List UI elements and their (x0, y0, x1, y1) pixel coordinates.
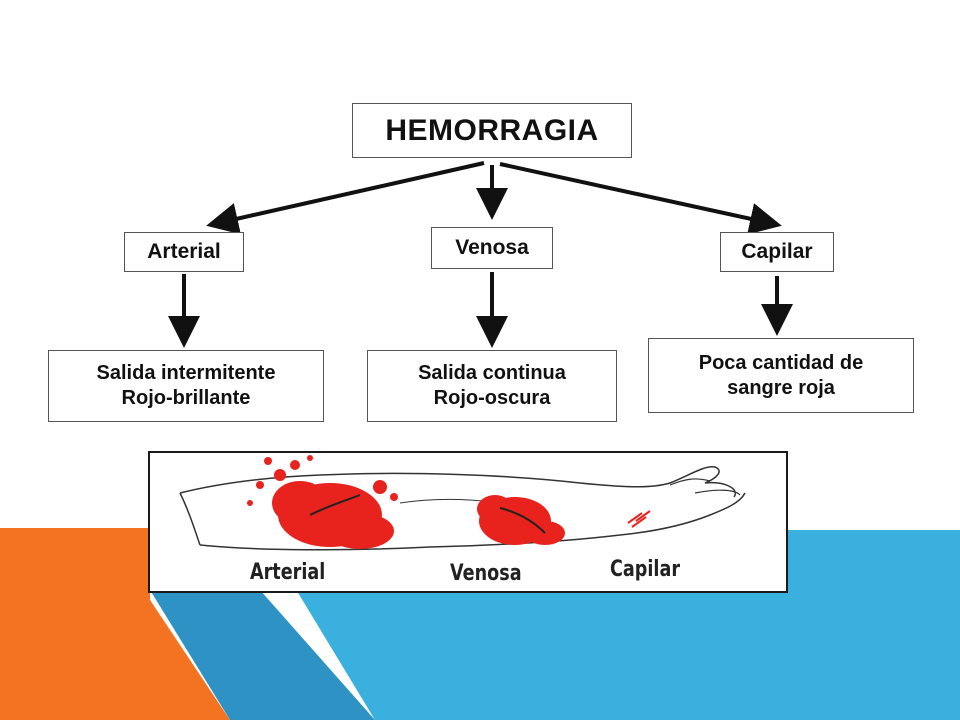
description-line: Salida continua (418, 362, 566, 384)
type-label-arterial: Arterial (147, 239, 221, 263)
description-box-arterial: Salida intermitente Rojo-brillante (48, 350, 324, 422)
arm-outline-top (179, 466, 737, 498)
type-box-venosa: Venosa (431, 227, 553, 269)
illustration-label-arterial: Arterial (250, 560, 326, 585)
dark-blue-shape (150, 590, 375, 720)
hand-fingers (669, 478, 741, 496)
diagram-title: HEMORRAGIA (385, 113, 599, 147)
description-line: Rojo-brillante (121, 387, 251, 409)
arm-outline-end (179, 492, 201, 546)
orange-shape (0, 528, 230, 720)
type-box-arterial: Arterial (124, 232, 244, 272)
description-line: sangre roja (727, 376, 835, 399)
illustration-label-capilar: Capilar (610, 557, 681, 582)
arterial-wound (309, 494, 361, 516)
description-line: Poca cantidad de (698, 351, 864, 374)
illustration-label-venosa: Venosa (450, 561, 522, 586)
arm-drawing (179, 455, 746, 551)
arm-illustration: Arterial Venosa Capilar (148, 451, 788, 593)
description-line: Salida intermitente (96, 362, 276, 384)
type-label-venosa: Venosa (455, 235, 529, 259)
venous-blood (477, 495, 565, 545)
type-box-capilar: Capilar (720, 232, 834, 272)
venous-wound (499, 507, 546, 534)
type-label-capilar: Capilar (741, 239, 813, 263)
arm-outline-bottom (199, 492, 746, 551)
capillary-blood (627, 510, 651, 528)
description-box-venosa: Salida continua Rojo-oscura (367, 350, 617, 422)
description-line: Rojo-oscura (433, 387, 551, 409)
title-box: HEMORRAGIA (352, 103, 632, 158)
description-box-capilar: Poca cantidad de sangre roja (648, 338, 914, 413)
arterial-blood (247, 455, 398, 549)
